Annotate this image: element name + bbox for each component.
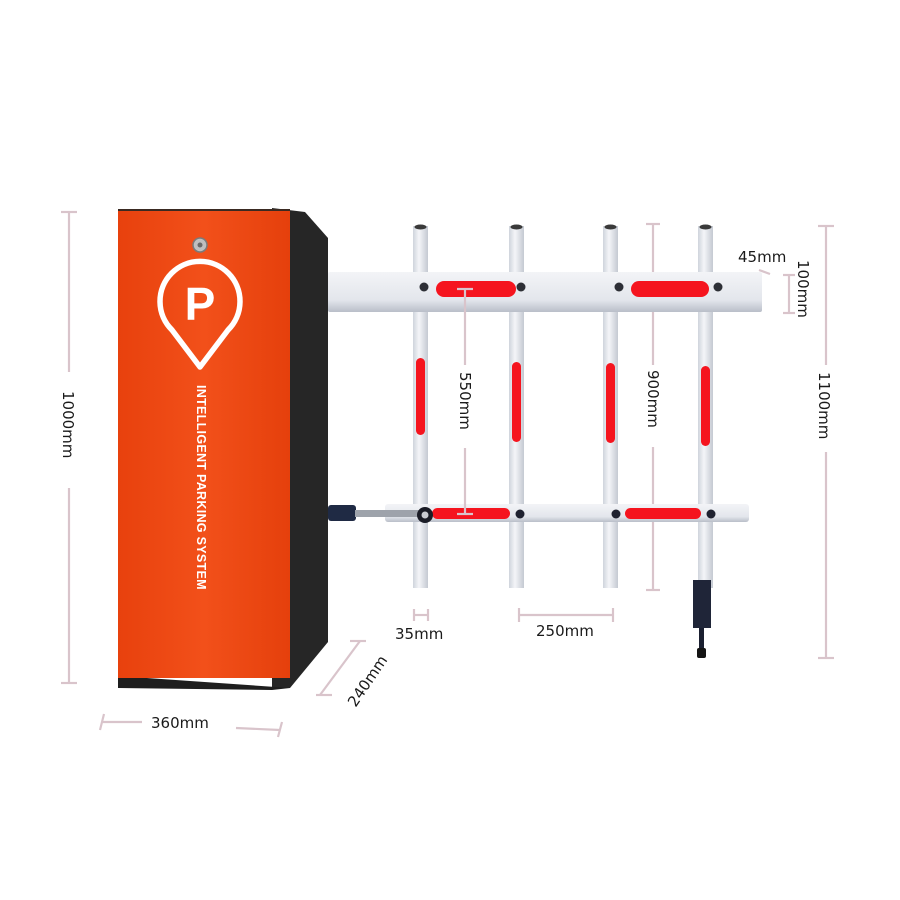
brand-text: INTELLIGENT PARKING SYSTEM [194, 385, 208, 590]
cabinet-front [118, 210, 290, 678]
reflector-strip [436, 281, 516, 297]
dim-beam-height: 100mm [794, 260, 812, 318]
svg-text:P: P [185, 278, 216, 330]
support-foot [693, 580, 711, 628]
dim-cabinet-height: 1000mm [59, 391, 77, 459]
reflector-strip [701, 366, 710, 446]
reflector-strip [631, 281, 709, 297]
dimension-lines [61, 210, 834, 738]
parking-pin-icon: P [157, 258, 243, 370]
dim-post-length: 900mm [644, 370, 662, 428]
reflector-strip [512, 362, 521, 442]
reflector-strip [416, 358, 425, 435]
dim-beam-depth: 45mm [738, 248, 787, 266]
dim-beam-spacing: 550mm [456, 372, 474, 430]
dim-post-width: 35mm [395, 625, 444, 643]
reflector-strip [606, 363, 615, 443]
dim-post-spacing: 250mm [536, 622, 594, 640]
dim-arm-total-height: 1100mm [815, 372, 833, 440]
dim-cabinet-width: 360mm [151, 714, 209, 732]
